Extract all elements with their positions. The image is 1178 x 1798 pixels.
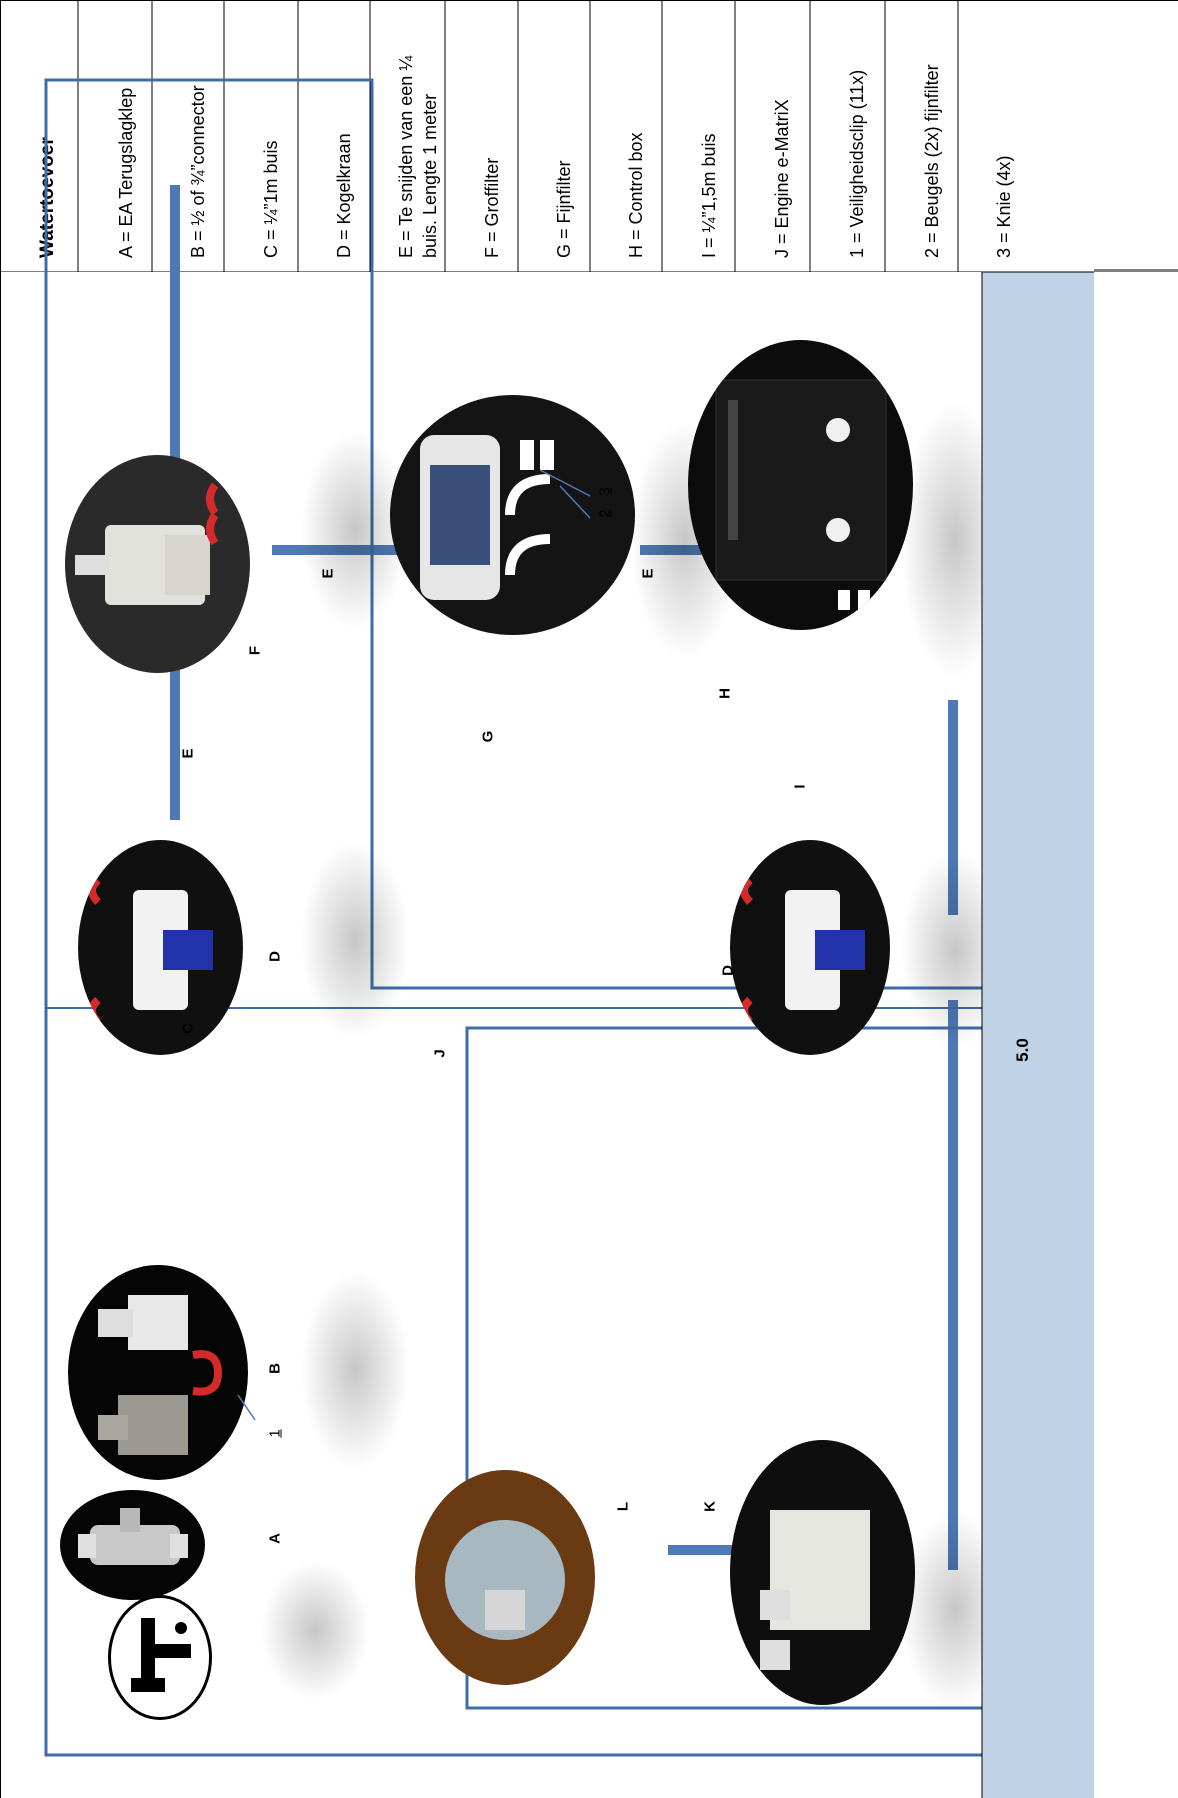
legend-title-text: Watertoevoer	[37, 137, 58, 258]
legend-item: C = ¼”1m buis	[261, 140, 281, 258]
shadow-a	[260, 1560, 370, 1700]
label-k: K	[701, 1501, 719, 1512]
legend-item: 2 = Beugels (2x) fijnfilter	[922, 64, 942, 258]
label-b: B	[266, 1363, 284, 1374]
component-k-valve-block	[730, 1440, 915, 1705]
label-g: G	[479, 730, 497, 743]
legend-item: I = ¼”1,5m buis	[699, 133, 719, 258]
component-b-connector	[68, 1265, 248, 1480]
legend-item: 1 = Veiligheidsclip (11x)	[847, 69, 867, 258]
label-i: I	[791, 784, 809, 789]
legend-item: buis. Lengte 1 meter	[420, 93, 440, 258]
section-number: 5.0	[1013, 1038, 1032, 1062]
label-e1: E	[179, 748, 197, 759]
component-d2-ball-valve	[730, 840, 890, 1055]
tap-icon	[108, 1595, 212, 1720]
legend-item: F = Groffilter	[482, 157, 502, 258]
label-c: C	[179, 1023, 197, 1034]
pipe-main-vertical	[948, 1000, 958, 1570]
legend-item: A = EA Terugslagklep	[116, 87, 136, 258]
component-d1-ball-valve	[78, 840, 243, 1055]
component-l-engine-photo	[415, 1470, 595, 1685]
label-e3: E	[639, 568, 657, 579]
legend-item: H = Control box	[626, 132, 646, 258]
shadow-d1	[300, 840, 410, 1040]
component-f-coarse-filter	[65, 455, 250, 673]
shadow-b	[300, 1270, 410, 1470]
label-a: A	[266, 1533, 284, 1544]
page-border-left	[0, 0, 1, 1798]
label-f: F	[246, 645, 264, 656]
component-g-fine-filter	[390, 395, 635, 635]
label-d1: D	[266, 951, 284, 962]
component-h-control-box	[688, 340, 913, 630]
legend-item: G = Fijnfilter	[554, 160, 574, 258]
component-a-check-valve	[60, 1490, 205, 1600]
section-band	[982, 272, 1094, 1798]
label-h: H	[716, 688, 734, 699]
label-l: L	[614, 1501, 632, 1512]
legend-item: B = ½ of ¾”connector	[188, 85, 208, 258]
page-border-top	[0, 0, 1178, 1]
label-1: 1	[266, 1429, 284, 1438]
legend-item: D = Kogelkraan	[334, 133, 354, 258]
label-3: 3	[596, 487, 614, 496]
label-d2: D	[719, 965, 737, 976]
legend-item: J = Engine e-MatriX	[772, 99, 792, 258]
label-2: 2	[596, 509, 614, 518]
legend-item: E = Te snijden van een ¼	[396, 55, 416, 258]
label-e2: E	[319, 568, 337, 579]
legend-item: 3 = Knie (4x)	[994, 155, 1014, 258]
label-j: J	[431, 1049, 449, 1058]
